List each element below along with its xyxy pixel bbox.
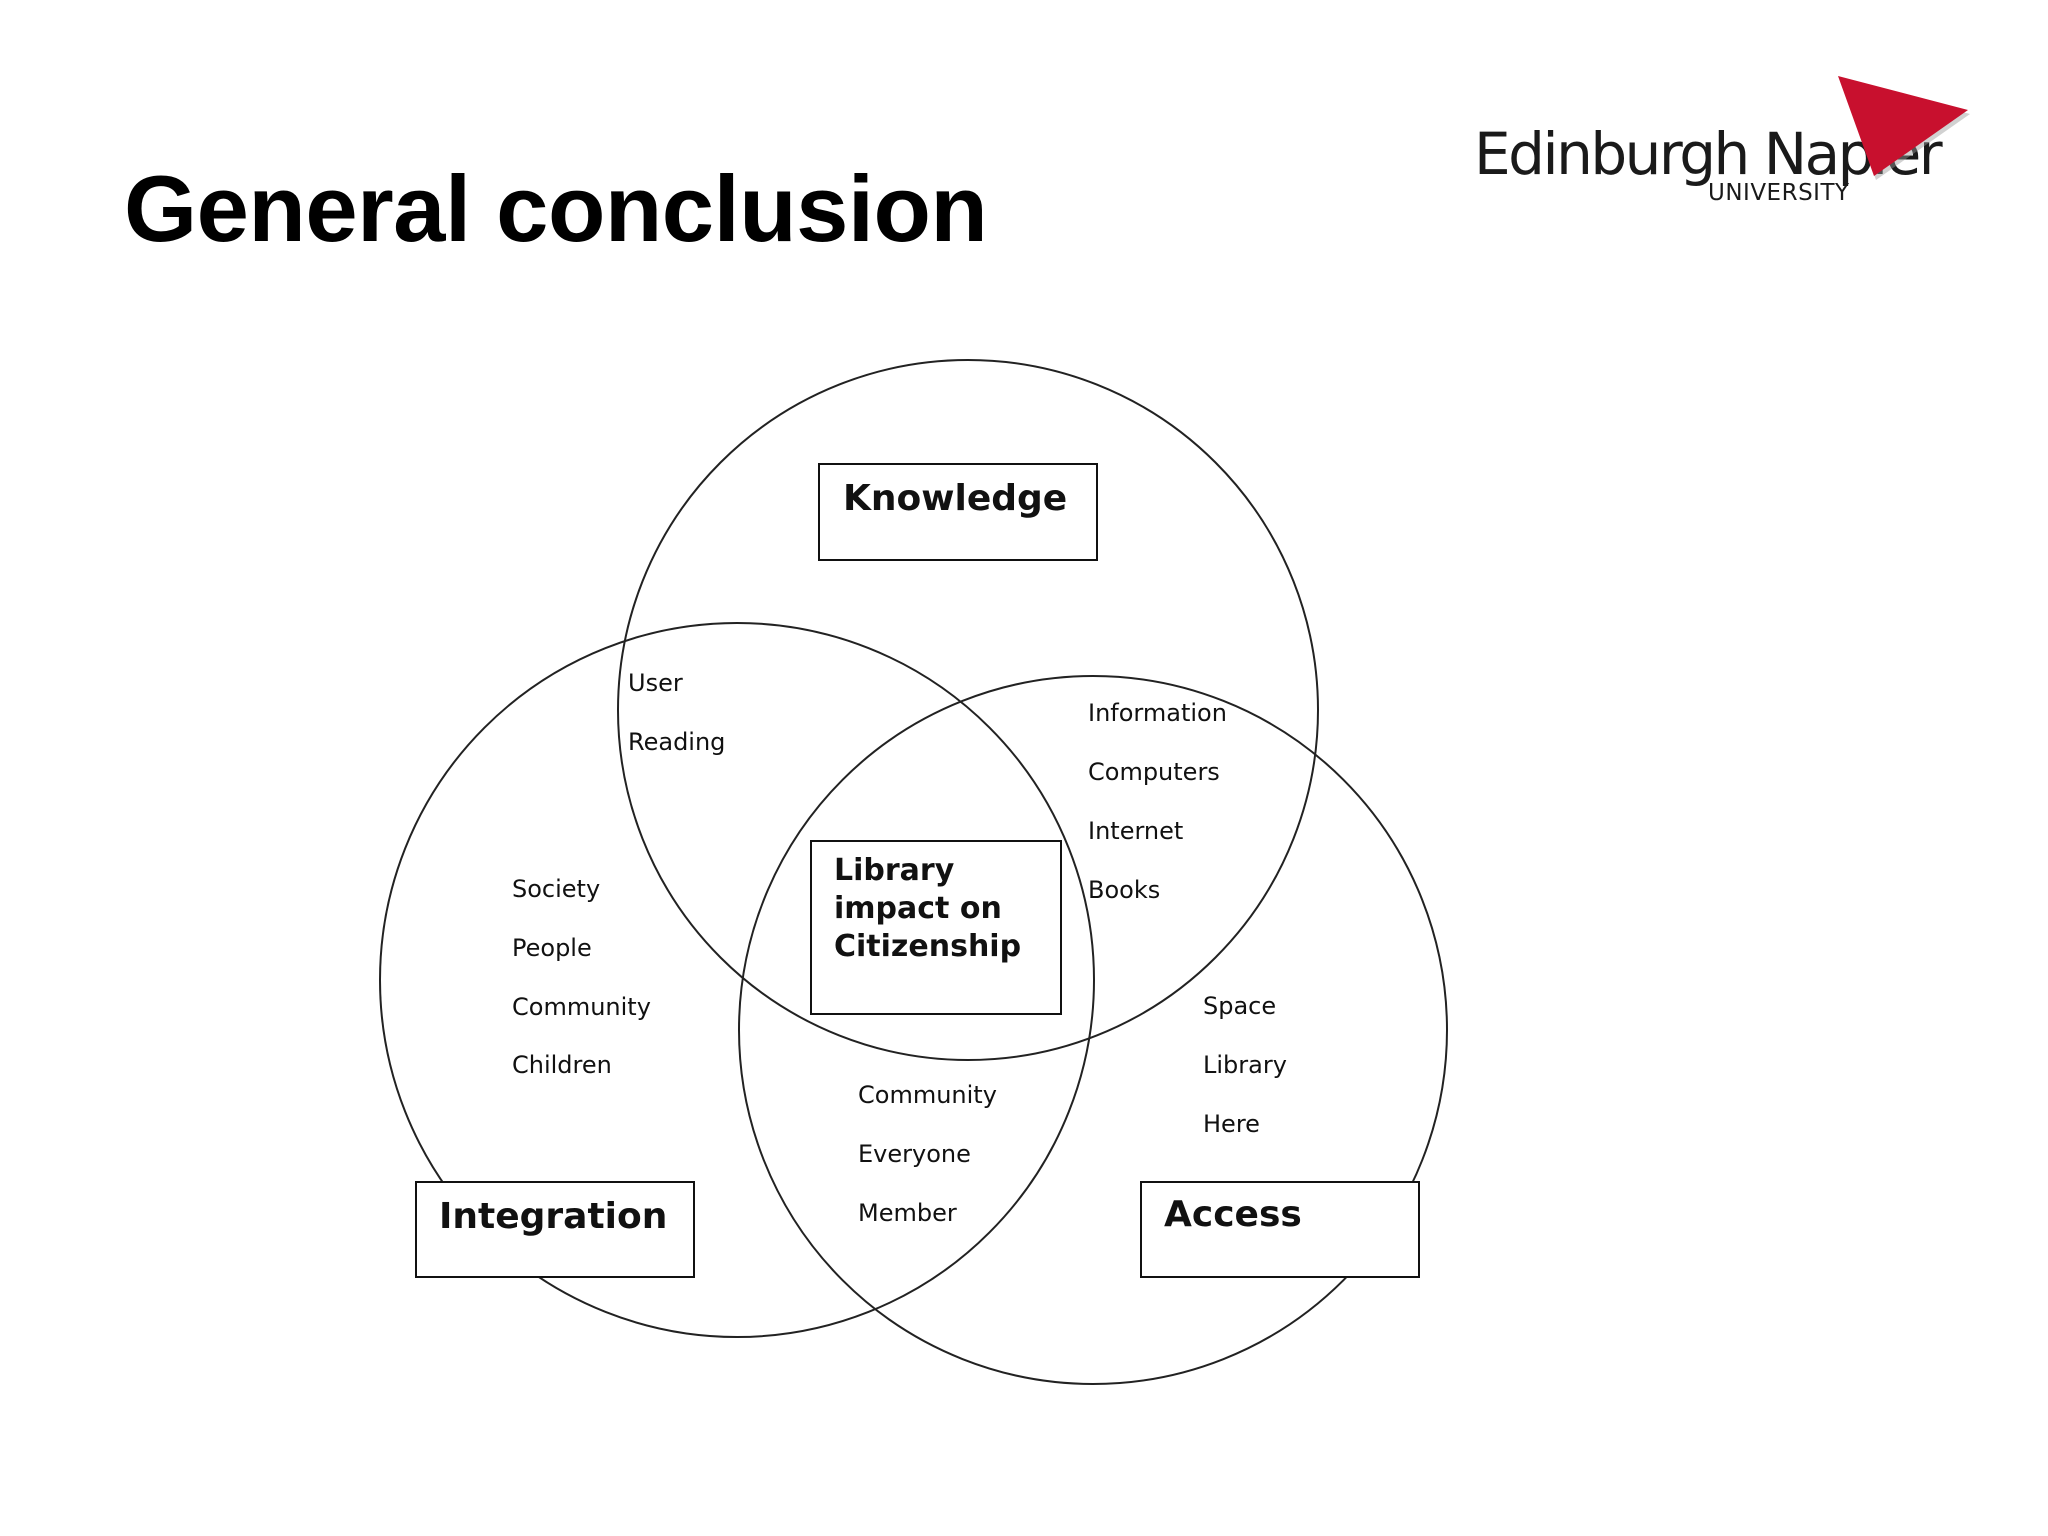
knowledge-circle <box>617 359 1319 1061</box>
region-word: Society <box>512 875 600 903</box>
slide-title: General conclusion <box>124 156 988 261</box>
region-word: People <box>512 934 592 962</box>
region-word: Library <box>1203 1051 1287 1079</box>
university-logo: Edinburgh Napier UNIVERSITY <box>1470 74 1980 224</box>
region-word: Community <box>512 993 651 1021</box>
center-label-line: Citizenship <box>834 929 1021 964</box>
center-label-line: Library <box>834 853 955 888</box>
logo-flag-shape <box>1838 76 1968 176</box>
region-word: Everyone <box>858 1140 971 1168</box>
region-word: Community <box>858 1081 997 1109</box>
access-label: Access <box>1164 1194 1302 1235</box>
integration-label-box: Integration <box>415 1181 695 1278</box>
region-word: Computers <box>1088 758 1220 786</box>
knowledge-label: Knowledge <box>843 478 1067 519</box>
logo-subtitle: UNIVERSITY <box>1708 180 1850 206</box>
logo-flag-icon <box>1838 76 1970 180</box>
region-word: Books <box>1088 876 1160 904</box>
access-label-box: Access <box>1140 1181 1420 1278</box>
region-word: Member <box>858 1199 957 1227</box>
access-circle <box>738 675 1448 1385</box>
center-label-line: impact on <box>834 891 1002 926</box>
region-word: Here <box>1203 1110 1260 1138</box>
region-word: Children <box>512 1051 612 1079</box>
region-word: Space <box>1203 992 1276 1020</box>
region-word: Reading <box>628 728 725 756</box>
integration-label: Integration <box>439 1196 667 1237</box>
knowledge-label-box: Knowledge <box>818 463 1098 561</box>
center-label-box: Library impact on Citizenship <box>810 840 1062 1015</box>
region-word: User <box>628 669 683 697</box>
region-word: Information <box>1088 699 1227 727</box>
integration-circle <box>379 622 1095 1338</box>
region-word: Internet <box>1088 817 1183 845</box>
